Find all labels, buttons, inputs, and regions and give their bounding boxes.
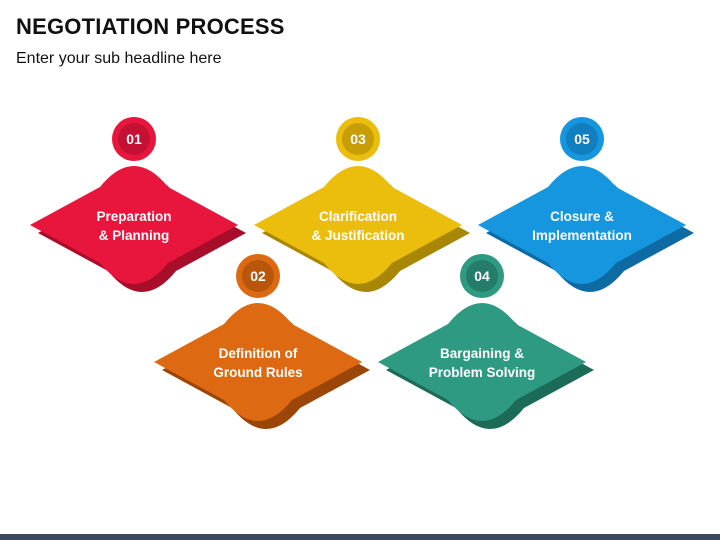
step-03-shape [254, 166, 462, 284]
footer-bar [0, 534, 720, 540]
step-04-badge [466, 260, 498, 292]
step-02-number: 02 [250, 268, 266, 284]
step-05-label-line2: Implementation [532, 228, 632, 243]
step-05-label-line1: Closure & [550, 209, 614, 224]
step-01-number: 01 [126, 131, 142, 147]
step-03-number: 03 [350, 131, 366, 147]
step-02-badge [242, 260, 274, 292]
step-05-badge [566, 123, 598, 155]
step-04-shape [378, 303, 586, 421]
step-04-label-line1: Bargaining & [440, 346, 524, 361]
step-04: 04 Bargaining & Problem Solving [378, 254, 594, 429]
step-02: 02 Definition of Ground Rules [154, 254, 370, 429]
step-01-label-line2: & Planning [99, 228, 170, 243]
step-04-number: 04 [474, 268, 490, 284]
step-01-shape [30, 166, 238, 284]
page-title: NEGOTIATION PROCESS [16, 14, 285, 39]
step-03-label-line2: & Justification [311, 228, 404, 243]
step-01-label-line1: Preparation [96, 209, 171, 224]
step-03-label-line1: Clarification [319, 209, 397, 224]
step-02-shape [154, 303, 362, 421]
step-05-number: 05 [574, 131, 590, 147]
step-02-label-line1: Definition of [219, 346, 298, 361]
page-subtitle: Enter your sub headline here [16, 50, 222, 67]
step-04-label-line2: Problem Solving [429, 365, 536, 380]
step-01: 01 Preparation & Planning [30, 117, 246, 292]
step-01-badge [118, 123, 150, 155]
step-05: 05 Closure & Implementation [478, 117, 694, 292]
step-03: 03 Clarification & Justification [254, 117, 470, 292]
step-05-shape [478, 166, 686, 284]
step-03-badge [342, 123, 374, 155]
step-02-label-line2: Ground Rules [213, 365, 302, 380]
